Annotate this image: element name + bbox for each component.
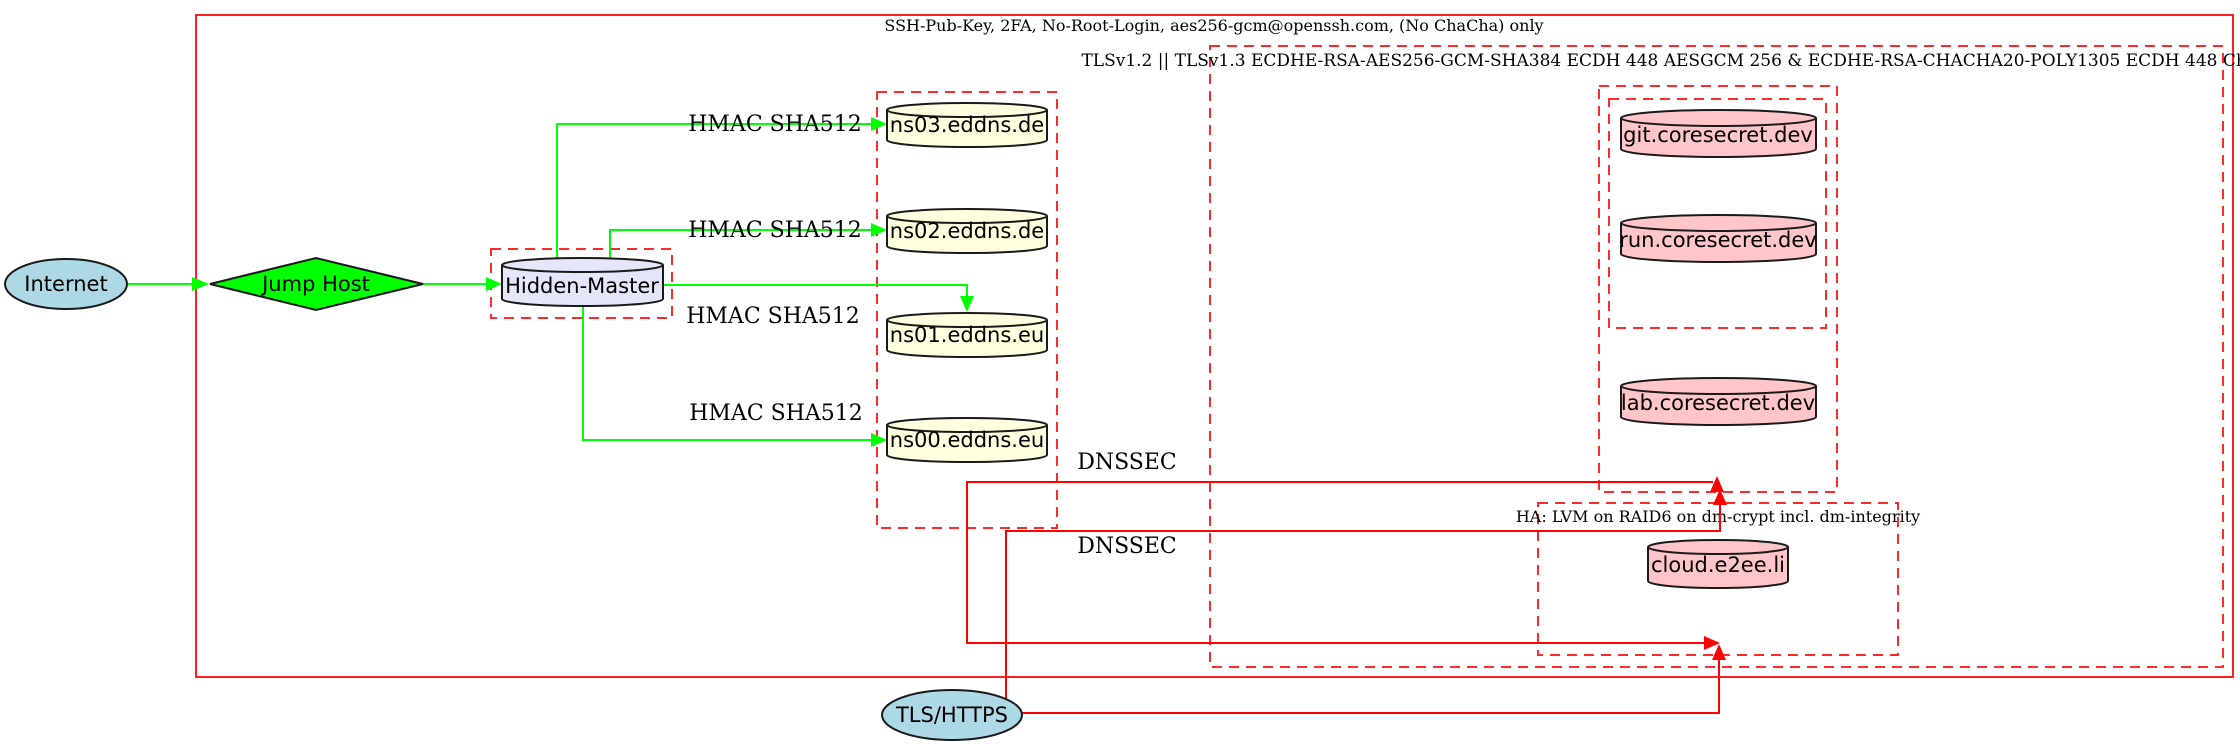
hidden-master-label: Hidden-Master (505, 274, 659, 298)
cylinder-rim-icon (1620, 385, 1817, 395)
edge-tlshttps-to-coresecret (1005, 489, 1727, 699)
edge-jumphost-to-hiddenmaster (423, 277, 502, 291)
git-label: git.coresecret.dev (1623, 123, 1813, 147)
cloud-label: cloud.e2ee.li (1651, 553, 1785, 577)
hmac-label-ns00: HMAC SHA512 (689, 401, 863, 426)
node-ns02: ns02.eddns.de (886, 208, 1048, 254)
cylinder-rim-icon (1620, 222, 1817, 232)
edge-dnssec-to-coresecret (966, 476, 1724, 650)
node-ns00: ns00.eddns.eu (886, 417, 1048, 463)
arrowhead-right-icon (871, 223, 887, 237)
ns02-label: ns02.eddns.de (890, 219, 1044, 243)
node-ns03: ns03.eddns.de (886, 102, 1048, 148)
edge-hiddenmaster-to-ns01 (663, 284, 974, 312)
hmac-label-ns01: HMAC SHA512 (686, 304, 860, 329)
edge-hiddenmaster-to-ns00 (582, 304, 887, 447)
cylinder-rim-icon (501, 264, 664, 273)
edge-hiddenmaster-to-ns02 (609, 223, 887, 260)
jump-host-label: Jump Host (260, 272, 370, 296)
ha-cluster-title: HA: LVM on RAID6 on dm-crypt incl. dm-in… (1516, 507, 1920, 526)
lab-label: lab.coresecret.dev (1621, 391, 1815, 415)
tls-cluster-title: TLSv1.2 || TLSv1.3 ECDHE-RSA-AES256-GCM-… (1081, 51, 2240, 71)
coresecret-inner-cluster-box (1608, 98, 1827, 329)
node-hidden-master: Hidden-Master (501, 257, 664, 307)
arrowhead-right-icon (486, 277, 502, 291)
arrowhead-right-icon (871, 433, 887, 447)
cylinder-rim-icon (1647, 546, 1789, 555)
node-internet: Internet (4, 258, 128, 310)
arrowhead-right-icon (192, 277, 209, 291)
internet-label: Internet (24, 272, 107, 296)
cylinder-rim-icon (886, 424, 1048, 433)
tls-https-label: TLS/HTTPS (895, 703, 1008, 727)
dnssec-label-2: DNSSEC (1077, 534, 1177, 559)
node-tls-https: TLS/HTTPS (881, 689, 1023, 741)
arrowhead-right-icon (1704, 636, 1720, 650)
cylinder-rim-icon (1620, 117, 1817, 127)
arrowhead-right-icon (871, 117, 887, 131)
arrowhead-up-icon (1712, 644, 1726, 660)
ns00-label: ns00.eddns.eu (890, 428, 1044, 452)
coresecret-outer-cluster-box (1598, 85, 1838, 493)
ssh-cluster-title: SSH-Pub-Key, 2FA, No-Root-Login, aes256-… (884, 16, 1543, 35)
arrowhead-up-icon (1713, 489, 1727, 505)
ns01-label: ns01.eddns.eu (890, 323, 1044, 347)
ssh-cluster-box (195, 14, 2234, 678)
edge-hiddenmaster-to-ns03 (556, 117, 887, 260)
edge-internet-to-jumphost (128, 277, 209, 291)
arrowhead-up-icon (1710, 476, 1724, 492)
node-ns01: ns01.eddns.eu (886, 312, 1048, 358)
run-label: run.coresecret.dev (1619, 228, 1817, 252)
ns03-label: ns03.eddns.de (890, 113, 1044, 137)
hmac-label-ns03: HMAC SHA512 (688, 112, 862, 137)
cylinder-rim-icon (886, 215, 1048, 224)
edge-tlshttps-to-ha (1022, 644, 1726, 714)
cylinder-rim-icon (886, 319, 1048, 328)
node-run-coresecret: run.coresecret.dev (1619, 214, 1817, 263)
node-jump-host: Jump Host (209, 256, 424, 312)
node-git-coresecret: git.coresecret.dev (1620, 109, 1817, 158)
node-lab-coresecret: lab.coresecret.dev (1620, 377, 1817, 426)
dnssec-label-1: DNSSEC (1077, 450, 1177, 475)
hmac-label-ns02: HMAC SHA512 (688, 218, 862, 243)
cylinder-rim-icon (886, 109, 1048, 118)
arrowhead-down-icon (960, 296, 974, 312)
node-cloud-e2ee: cloud.e2ee.li (1647, 539, 1789, 589)
